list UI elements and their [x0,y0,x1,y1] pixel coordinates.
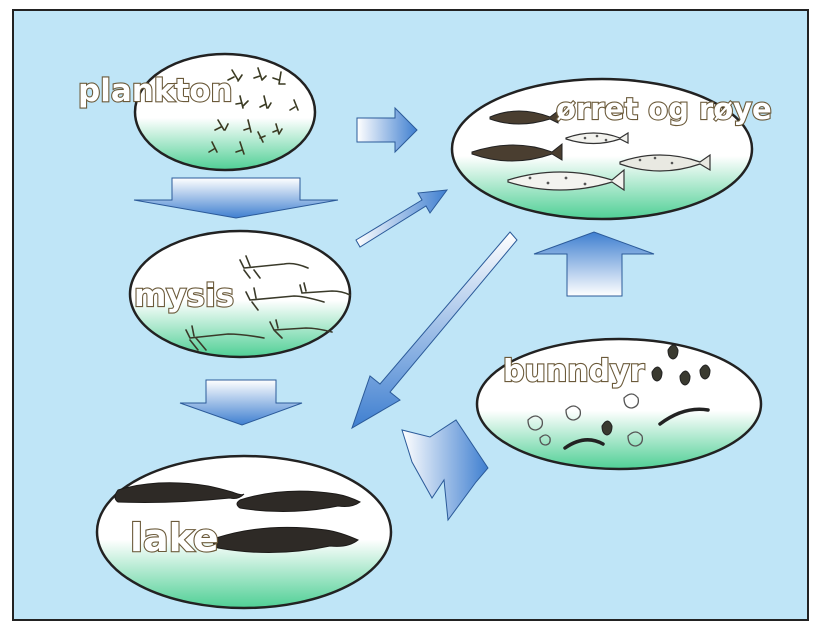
node-mysis-label: mysis [134,278,234,314]
node-trout-label: ørret og røye [556,92,772,126]
node-benthos-label: bunndyr [503,354,645,389]
node-burbot: lake [97,456,391,608]
node-mysis: mysis [130,231,350,357]
node-plankton-label: plankton [78,73,233,109]
node-burbot-label: lake [130,516,219,560]
node-benthos: bunndyr [477,339,761,469]
